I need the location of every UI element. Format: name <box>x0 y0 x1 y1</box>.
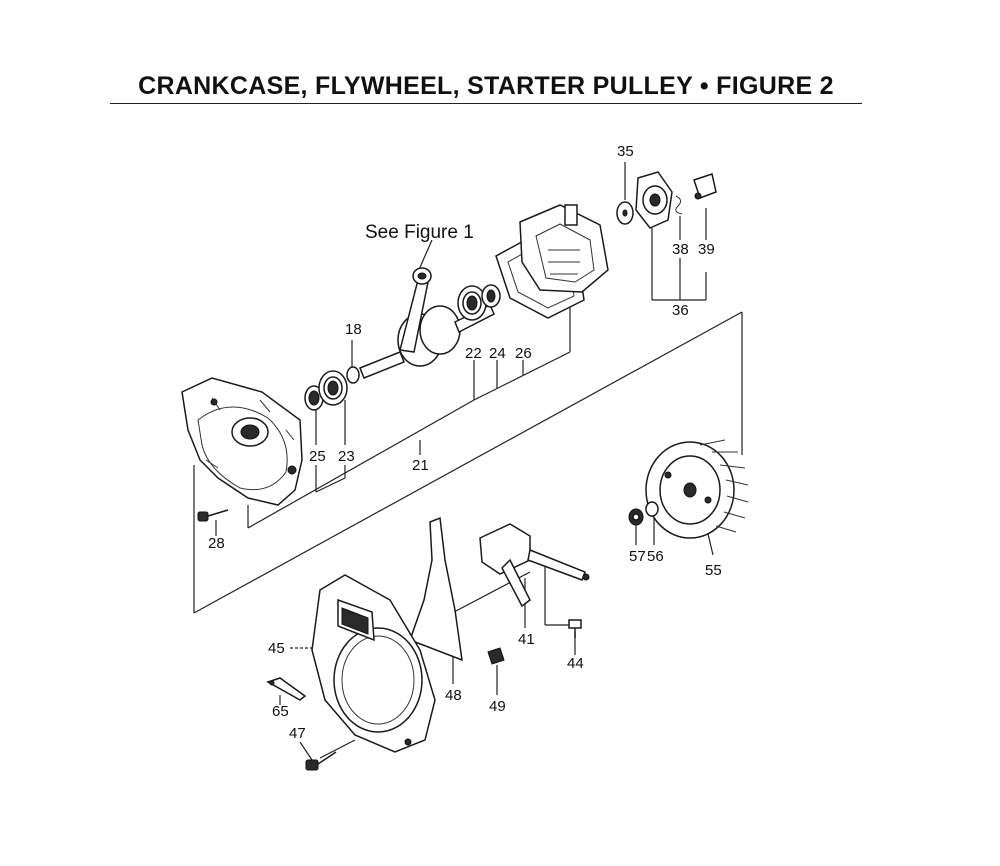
callout-35: 35 <box>617 143 634 160</box>
screw-44 <box>568 619 582 638</box>
callout-49: 49 <box>489 698 506 715</box>
callout-25: 25 <box>309 448 326 465</box>
screw-47 <box>305 751 337 771</box>
callout-26: 26 <box>515 345 532 362</box>
callout-45: 45 <box>268 640 285 657</box>
fan-housing-45 <box>311 574 436 753</box>
page-title: CRANKCASE, FLYWHEEL, STARTER PULLEY • FI… <box>138 72 834 100</box>
pawl-39 <box>693 173 717 200</box>
callout-39: 39 <box>698 241 715 258</box>
callout-41: 41 <box>518 631 535 648</box>
seal-24 <box>481 284 501 308</box>
title-underline <box>110 103 862 104</box>
callout-28: 28 <box>208 535 225 552</box>
callout-48: 48 <box>445 687 462 704</box>
callout-44: 44 <box>567 655 584 672</box>
nut-57 <box>628 508 644 526</box>
callout-56: 56 <box>647 548 664 565</box>
clip-49 <box>487 647 505 665</box>
see-figure-1-note: See Figure 1 <box>365 222 474 243</box>
callout-55: 55 <box>705 562 722 579</box>
bearing-23 <box>318 370 348 406</box>
callout-57: 57 <box>629 548 646 565</box>
flywheel-55 <box>645 439 749 539</box>
callout-21: 21 <box>412 457 429 474</box>
callout-38: 38 <box>672 241 689 258</box>
callout-23: 23 <box>338 448 355 465</box>
starter-pulley-36 <box>635 171 673 229</box>
bearing-22 <box>457 285 487 321</box>
callout-18: 18 <box>345 321 362 338</box>
bolt-28 <box>197 509 229 522</box>
callout-22: 22 <box>465 345 482 362</box>
callout-47: 47 <box>289 725 306 742</box>
callout-65: 65 <box>272 703 289 720</box>
callout-36: 36 <box>672 302 689 319</box>
ground-terminal-65 <box>266 677 307 701</box>
ignition-coil-41 <box>479 523 590 608</box>
crankcase-half <box>181 377 303 506</box>
air-guide-48 <box>409 516 463 662</box>
callout-24: 24 <box>489 345 506 362</box>
crankshaft <box>359 267 495 379</box>
washer-56 <box>645 501 659 517</box>
spring-38 <box>675 195 683 215</box>
ring-18 <box>346 366 360 384</box>
seal-25 <box>304 385 324 411</box>
crankcase-main <box>519 204 609 293</box>
washer-35 <box>616 201 634 225</box>
